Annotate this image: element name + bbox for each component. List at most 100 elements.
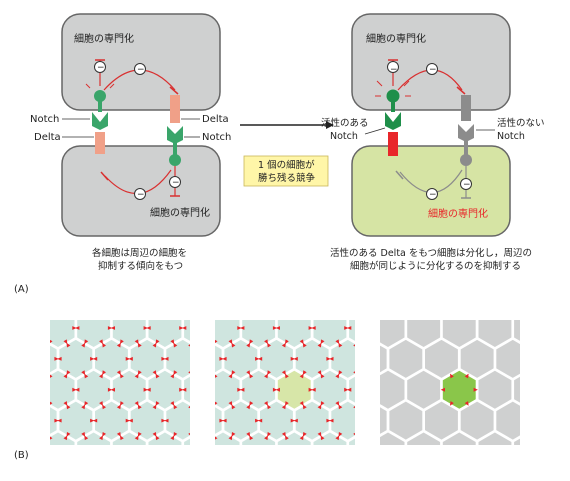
delta-arrow-mark (242, 312, 246, 317)
delta-arrow-mark (117, 309, 121, 314)
delta-arrow-mark (102, 432, 106, 437)
hex-cell (389, 401, 423, 440)
delta-arrow-mark (81, 281, 85, 286)
panel-a-left: 細胞の専門化 − − − − 細 (30, 13, 231, 272)
delta-arrow-mark (116, 370, 121, 375)
notch-node-right (169, 154, 181, 166)
delta-arrow-mark (374, 466, 378, 471)
inactive-notch-node (460, 154, 472, 166)
hex-cell (215, 370, 240, 409)
delta-arrow-mark (530, 295, 534, 299)
delta-arrow-mark (81, 432, 86, 437)
delta-arrow-mark (411, 466, 415, 471)
delta-arrow-mark (99, 463, 103, 468)
delta-arrow-mark (196, 466, 200, 471)
hex-cell (184, 320, 190, 341)
delta-arrow-mark (46, 432, 50, 437)
hex-cell (442, 432, 476, 445)
delta-arrow-mark (371, 339, 375, 344)
delta-arrow-mark (13, 312, 17, 317)
delta-arrow-mark (317, 342, 322, 348)
delta-arrow-mark (459, 295, 463, 299)
delta-arrow-mark (228, 401, 233, 406)
hex-grid-3 (380, 278, 565, 471)
delta-arrow-mark (125, 356, 131, 361)
delta-arrow-mark (392, 312, 396, 317)
delta-arrow-mark (13, 339, 17, 344)
delta-arrow-mark (31, 432, 35, 437)
delta-arrow-mark (170, 463, 174, 468)
delta-arrow-mark (380, 450, 384, 454)
active-label-1: 活性のある (321, 117, 369, 129)
delta-arrow-mark (22, 357, 26, 361)
hex-cell (189, 278, 222, 316)
hex-cell (202, 278, 235, 316)
hex-cell (95, 401, 128, 440)
delta-arrow-mark (302, 370, 307, 375)
delta-arrow-mark (28, 339, 32, 344)
delta-arrow-mark (120, 373, 124, 379)
delta-arrow-mark (67, 281, 71, 286)
delta-arrow-mark (31, 343, 35, 348)
delta-arrow-mark (54, 418, 59, 423)
delta-arrow-mark (290, 356, 296, 361)
delta-arrow-mark (371, 435, 375, 440)
delta-arrow-mark (66, 342, 71, 348)
delta-arrow-mark (206, 435, 210, 440)
delta-arrow-mark (50, 436, 53, 440)
delta-arrow-mark (344, 450, 348, 454)
delta-arrow-mark (440, 387, 445, 392)
hex-cell (148, 432, 182, 445)
delta-arrow-mark (231, 370, 236, 375)
delta-arrow-mark (22, 419, 26, 423)
inhibit-symbol: − (390, 65, 398, 75)
delta-arrow-mark (193, 374, 197, 379)
delta-arrow-mark (374, 309, 378, 314)
delta-arrow-mark (303, 281, 307, 286)
delta-arrow-mark (200, 357, 204, 361)
delta-arrow-mark (308, 387, 313, 392)
delta-arrow-mark (400, 295, 404, 299)
delta-arrow-mark (353, 281, 357, 286)
delta-arrow-mark (155, 435, 160, 441)
delta-arrow-mark (202, 388, 206, 392)
delta-arrow-mark (66, 404, 71, 410)
delta-arrow-mark (335, 373, 340, 379)
delta-arrow-mark (272, 326, 278, 330)
delta-arrow-mark (539, 309, 543, 314)
delta-arrow-mark (28, 374, 32, 379)
delta-arrow-mark (365, 357, 369, 361)
hex-cell (260, 339, 293, 378)
inhibit-circle-bottom-left (134, 188, 146, 200)
delta-arrow-mark (178, 312, 182, 317)
delta-arrow-mark (209, 405, 213, 410)
delta-arrow-mark (281, 404, 286, 410)
delta-arrow-mark (75, 387, 80, 392)
bottom-cell-left-label: 細胞の専門化 (150, 206, 210, 219)
hex-cell (295, 339, 329, 378)
hex-cell (532, 278, 565, 316)
delta-arrow-mark (137, 432, 142, 437)
delta-arrow-mark (196, 432, 200, 437)
delta-arrow-mark (161, 418, 166, 423)
hex-cell (496, 278, 529, 316)
delta-arrow-mark (13, 463, 17, 468)
inhibit-symbol: − (172, 178, 180, 188)
delta-arrow-mark (110, 387, 115, 392)
delta-arrow-mark (249, 401, 254, 406)
delta-arrow-mark (50, 339, 53, 344)
delta-arrow-mark (353, 344, 355, 347)
hex-cell (59, 339, 93, 378)
delta-arrow-mark (392, 463, 396, 468)
delta-arrow-mark (255, 356, 260, 361)
delta-arrow-mark (450, 401, 454, 406)
delta-arrow-mark (356, 374, 360, 379)
hex-cell (514, 376, 520, 403)
delta-arrow-mark (425, 281, 429, 286)
delta-arrow-mark (120, 463, 124, 468)
delta-arrow-mark (128, 356, 133, 361)
hex-cell (478, 370, 512, 409)
delta-arrow-mark (232, 281, 236, 286)
delta-arrow-mark (338, 404, 343, 410)
